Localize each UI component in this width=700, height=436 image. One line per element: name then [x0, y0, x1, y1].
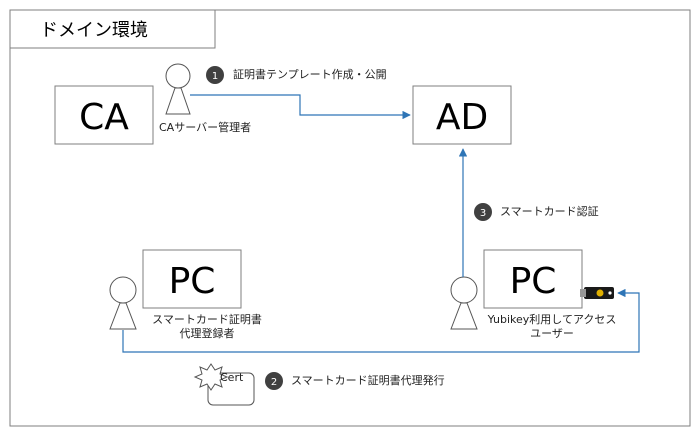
step-badge-1: 1	[206, 66, 224, 84]
step-badge-3: 3	[474, 203, 492, 221]
cert-label: Cert	[220, 371, 244, 384]
ca-admin-person-icon	[165, 63, 191, 115]
step-1-label: 証明書テンプレート作成・公開	[233, 68, 387, 81]
arrow-proxy-issue	[122, 288, 640, 353]
ad-label: AD	[436, 97, 488, 138]
step-2-label: スマートカード証明書代理発行	[291, 374, 445, 387]
enrollment-agent-label-line2: 代理登録者	[179, 327, 235, 340]
pc-left-box	[142, 249, 242, 309]
ca-box	[54, 85, 154, 145]
certificate-icon	[193, 363, 255, 406]
svg-text:2: 2	[271, 377, 277, 388]
arrow-template-publish	[190, 94, 411, 120]
svg-text:1: 1	[212, 71, 218, 82]
yubikey-user-person-icon	[450, 276, 478, 330]
domain-frame	[9, 9, 691, 427]
step-3-label: スマートカード認証	[500, 205, 599, 218]
svg-text:3: 3	[480, 208, 486, 219]
pc-right-box	[483, 249, 583, 309]
enrollment-agent-label-line1: スマートカード証明書	[152, 313, 262, 326]
yubikey-user-label-line2: ユーザー	[530, 327, 574, 340]
yubikey-icon	[580, 287, 614, 299]
yubikey-user-label-line1: Yubikey利用してアクセス	[487, 313, 617, 326]
enrollment-agent-person-icon	[109, 276, 137, 330]
ad-box	[412, 85, 512, 145]
domain-title-box	[9, 9, 216, 49]
pc-left-label: PC	[169, 261, 216, 302]
ca-label: CA	[79, 97, 129, 138]
ca-admin-label: CAサーバー管理者	[159, 121, 252, 134]
step-badge-2: 2	[265, 372, 283, 390]
pc-right-label: PC	[510, 261, 557, 302]
domain-title: ドメイン環境	[40, 20, 148, 41]
